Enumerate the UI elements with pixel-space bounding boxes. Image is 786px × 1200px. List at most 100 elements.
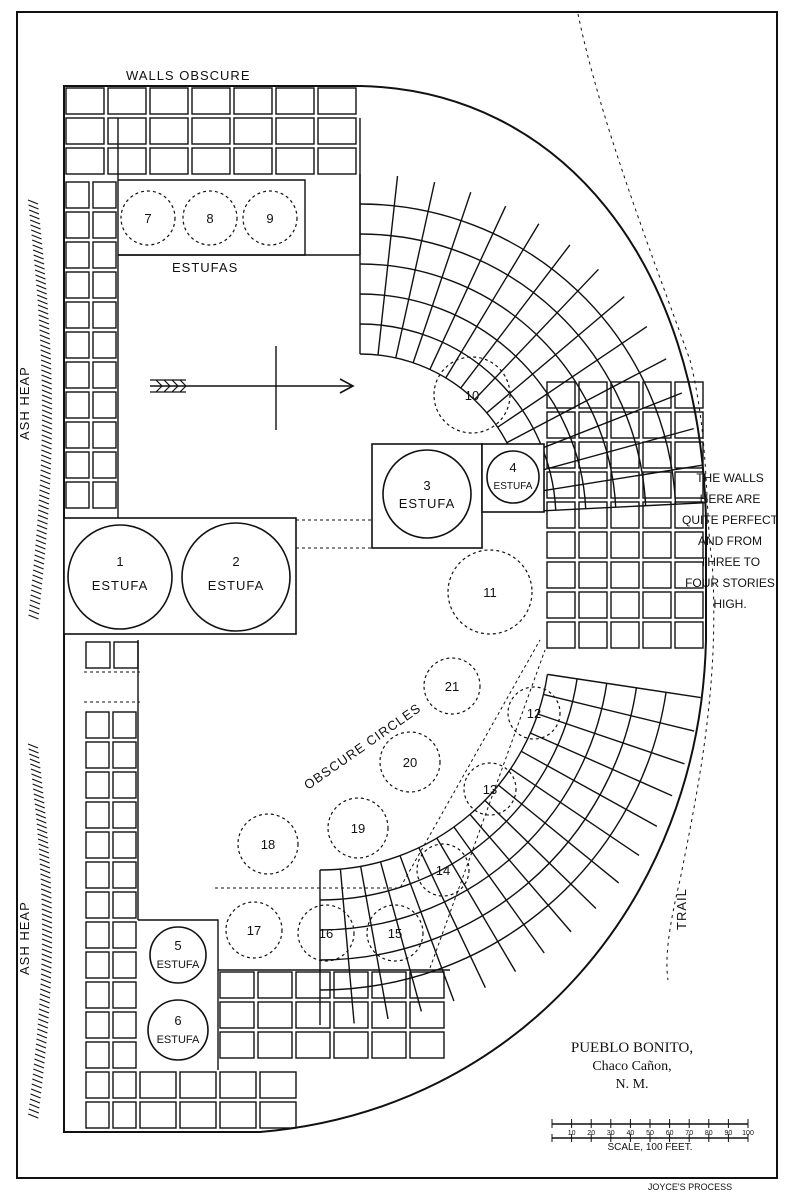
circle-17: 17: [225, 901, 283, 959]
room-cell: [107, 87, 147, 115]
ring-partition: [530, 732, 673, 797]
ring-partition: [339, 869, 355, 1024]
room-cell: [85, 831, 110, 859]
ring-partition: [469, 813, 572, 933]
room-cell: [333, 1001, 369, 1029]
room-cell: [92, 211, 117, 239]
room-cell: [65, 481, 90, 509]
room-cell: [149, 117, 189, 145]
court-walls: [117, 118, 450, 1070]
room-cell: [578, 531, 608, 559]
circle-19: 19: [327, 797, 389, 859]
estufa-5-label: ESTUFA: [157, 959, 200, 971]
room-cell: [65, 331, 90, 359]
estufa-2-label: ESTUFA: [208, 578, 265, 593]
circle-14: 14: [416, 843, 470, 897]
room-cell: [85, 861, 110, 889]
room-cell: [546, 381, 576, 409]
circle-number: 11: [483, 585, 497, 600]
room-cell: [65, 241, 90, 269]
room-cell: [642, 441, 672, 469]
room-cell: [610, 591, 640, 619]
room-cell: [85, 1011, 110, 1039]
room-cell: [546, 501, 576, 529]
estufa-2: 2 ESTUFA: [181, 522, 291, 632]
room-cell: [92, 421, 117, 449]
room-cell: [674, 501, 704, 529]
scale-tick-label: 10: [568, 1130, 576, 1137]
curved-room-grid: [319, 174, 706, 1025]
note-line: HIGH.: [713, 597, 746, 611]
estufa-3-number: 3: [423, 478, 430, 493]
ring-wall: [319, 683, 608, 931]
room-cell: [674, 591, 704, 619]
estufas-label: ESTUFAS: [172, 260, 238, 275]
estufa-6-number: 6: [174, 1013, 181, 1028]
room-cell: [112, 951, 137, 979]
room-cell: [92, 361, 117, 389]
room-cell: [642, 501, 672, 529]
room-cell: [112, 711, 137, 739]
room-cell: [85, 981, 110, 1009]
room-cell: [409, 1001, 445, 1029]
estufa-1-number: 1: [116, 554, 123, 569]
room-cell: [610, 561, 640, 589]
scale-tick-label: 60: [666, 1130, 674, 1137]
ring-partition: [547, 673, 701, 699]
room-cell: [191, 117, 231, 145]
circle-13: 13: [463, 762, 517, 816]
estufa-4-label: ESTUFA: [494, 481, 533, 492]
credit-label: JOYCE'S PROCESS: [648, 1182, 732, 1192]
ring-partition: [445, 223, 540, 379]
room-cell: [92, 271, 117, 299]
room-cell: [65, 421, 90, 449]
trail-line: [577, 13, 715, 981]
room-cell: [546, 561, 576, 589]
ring-partition: [379, 861, 423, 1012]
ring-partition: [395, 181, 436, 359]
room-cell: [219, 1071, 257, 1099]
room-cell: [642, 471, 672, 499]
circle-number: 9: [266, 211, 273, 226]
scale-tick-label: 20: [587, 1130, 595, 1137]
room-cell: [546, 531, 576, 559]
room-cell: [674, 441, 704, 469]
estufa-6: 6 ESTUFA: [147, 999, 209, 1061]
room-cell: [191, 147, 231, 175]
ring-partition: [429, 205, 507, 370]
room-cell: [578, 381, 608, 409]
circle-number: 21: [445, 679, 459, 694]
room-cell: [257, 1031, 293, 1059]
room-cell: [85, 711, 110, 739]
title-line-2: Chaco Cañon,: [592, 1059, 671, 1074]
circle-number: 12: [527, 706, 541, 721]
room-cell: [65, 211, 90, 239]
room-cell: [275, 147, 315, 175]
ash-heap-bottom-hatching: [27, 743, 53, 1119]
estufa-2-number: 2: [232, 554, 239, 569]
room-cell: [85, 741, 110, 769]
north-arrow: [150, 346, 355, 430]
room-cell: [642, 621, 672, 649]
room-cell: [219, 1031, 255, 1059]
circle-8: 8: [182, 190, 238, 246]
room-cell: [317, 147, 357, 175]
title-line-1: PUEBLO BONITO,: [571, 1040, 693, 1056]
room-cell: [219, 971, 255, 999]
room-cell: [578, 621, 608, 649]
ring-partition: [473, 268, 599, 401]
room-cell: [674, 561, 704, 589]
circle-number: 14: [436, 863, 450, 878]
room-cell: [610, 471, 640, 499]
estufa-1: 1 ESTUFA: [67, 524, 173, 630]
room-cell: [92, 391, 117, 419]
ring-partition: [506, 358, 667, 444]
scale-tick-label: 80: [705, 1130, 713, 1137]
circle-number: 20: [403, 755, 417, 770]
circle-15: 15: [366, 904, 424, 962]
ring-partition: [510, 768, 640, 857]
scale-tick-label: 90: [725, 1130, 733, 1137]
ring-partition: [523, 464, 702, 495]
